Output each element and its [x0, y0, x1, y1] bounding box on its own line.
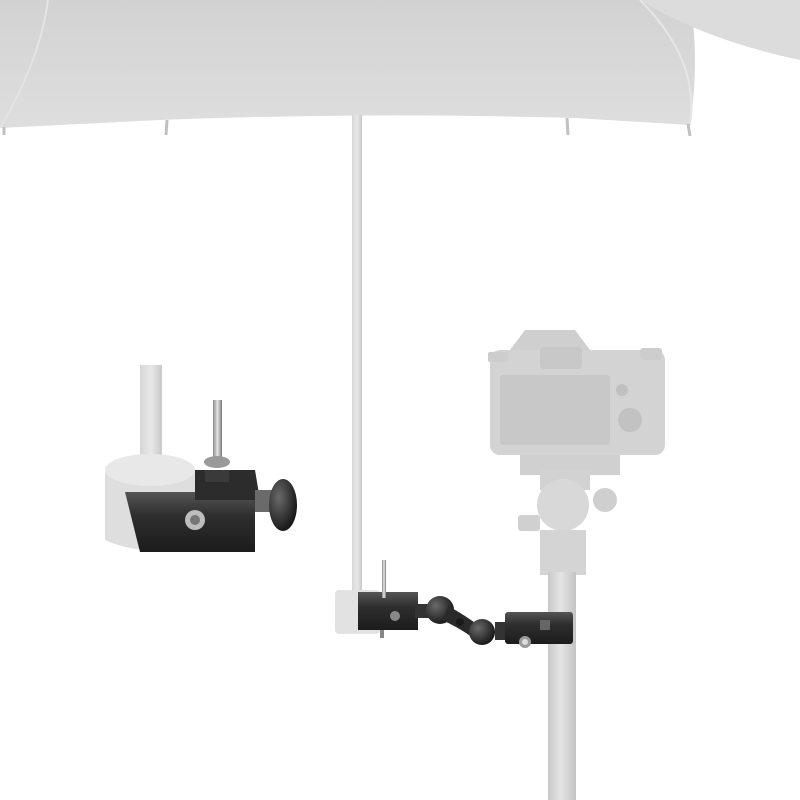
- clamp-detail-inset: [105, 365, 297, 552]
- magic-arm: [415, 596, 495, 645]
- super-clamp: [335, 560, 418, 638]
- umbrella-canopy: [0, 0, 800, 137]
- canopy-tip-icon: [686, 123, 692, 137]
- ball-head: [518, 470, 617, 575]
- camera: [488, 330, 665, 475]
- canopy-tip-icon: [164, 119, 169, 136]
- light-stand: [548, 572, 576, 800]
- canopy-tip-icon: [565, 117, 570, 136]
- stand-clamp: [495, 612, 573, 648]
- umbrella-shaft: [352, 115, 362, 625]
